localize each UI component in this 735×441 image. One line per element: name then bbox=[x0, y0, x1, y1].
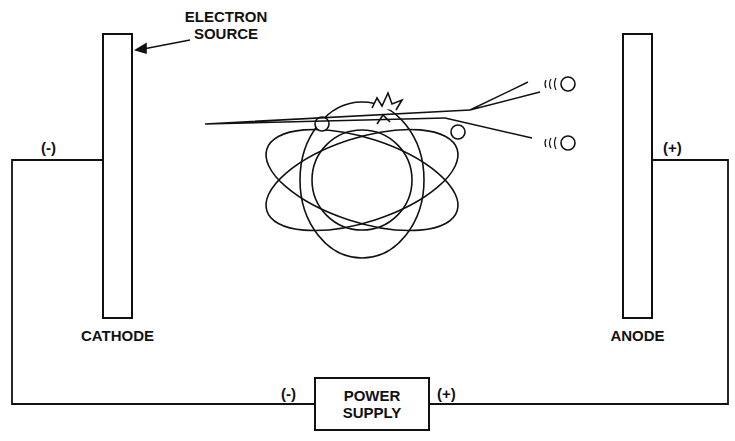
wire bbox=[430, 160, 728, 404]
electrode-label: ANODE bbox=[610, 327, 664, 344]
polarity-mark: (+) bbox=[662, 140, 683, 155]
box-label: POWER SUPPLY bbox=[324, 387, 420, 422]
electron bbox=[315, 117, 329, 131]
polarity-mark: (+) bbox=[436, 386, 457, 401]
electron-beam bbox=[205, 110, 470, 124]
leader-arrowhead bbox=[136, 44, 146, 53]
nucleus bbox=[312, 130, 412, 230]
electron bbox=[451, 125, 465, 139]
motion-marks bbox=[545, 137, 556, 149]
ejected-electron bbox=[561, 77, 575, 91]
wire bbox=[12, 160, 314, 404]
collision-burst bbox=[372, 93, 402, 110]
cathode-plate: CATHODE bbox=[102, 33, 133, 319]
orbit bbox=[300, 102, 424, 258]
polarity-mark: (-) bbox=[40, 140, 57, 155]
orbit bbox=[254, 109, 470, 251]
orbit bbox=[254, 109, 470, 251]
callout-label: ELECTRON SOURCE bbox=[180, 8, 272, 43]
anode-plate: ANODE bbox=[622, 33, 653, 319]
motion-marks bbox=[545, 78, 556, 90]
polarity-mark: (-) bbox=[280, 386, 297, 401]
scatter-path bbox=[445, 82, 540, 138]
electrode-label: CATHODE bbox=[81, 327, 154, 344]
collision-burst bbox=[377, 115, 390, 124]
power-supply-box: POWER SUPPLY bbox=[314, 377, 430, 431]
ejected-electron bbox=[561, 136, 575, 150]
